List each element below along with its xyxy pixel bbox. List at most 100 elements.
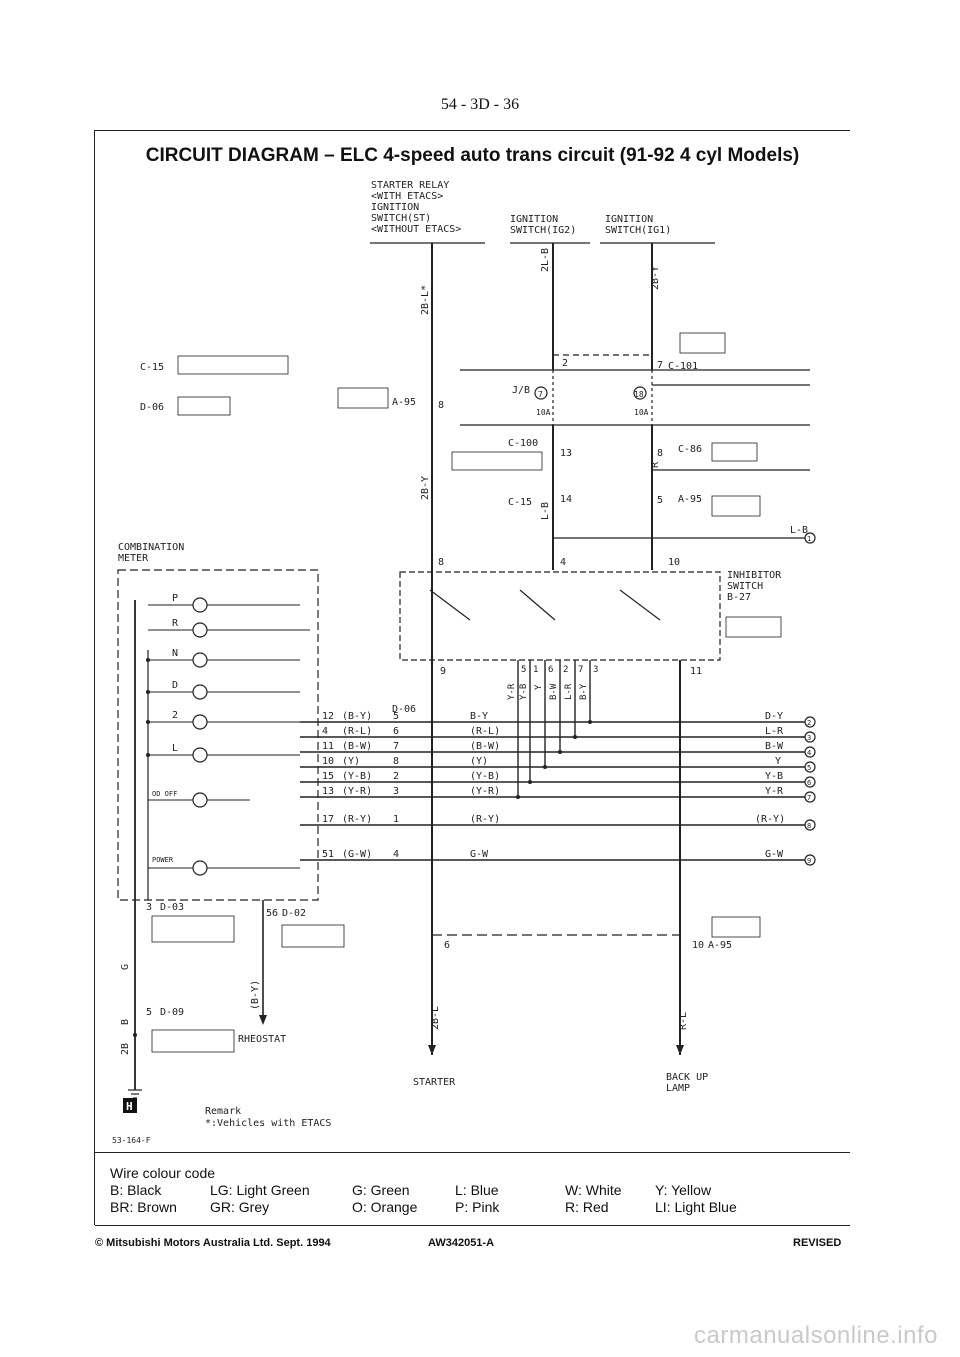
indicator-p: P xyxy=(172,593,178,604)
pin-6: 6 xyxy=(444,940,450,951)
lb-terminal-label: L-B xyxy=(790,525,808,536)
connector-d02: D-02 xyxy=(282,908,306,919)
connector-d06b: D-06 xyxy=(392,704,416,715)
ign-ig2-label-0: IGNITION xyxy=(510,214,558,225)
jb-fuse-7: 7 xyxy=(538,390,543,399)
bus-wire-c-0: D-Y xyxy=(765,711,783,722)
jb-amp: 10A xyxy=(536,408,551,417)
connector-c101: C-101 xyxy=(668,361,698,372)
remark-label-1: *:Vehicles with ETACS xyxy=(205,1118,331,1129)
connector-b27: B-27 xyxy=(727,592,751,603)
bus-term-4: 6 xyxy=(807,779,811,787)
bus-wire-a-0: (B-Y) xyxy=(342,711,372,722)
diagram-title: CIRCUIT DIAGRAM – ELC 4-speed auto trans… xyxy=(145,145,800,166)
combination-meter-label-0: COMBINATION xyxy=(118,542,184,553)
inh-wire-5: B-Y xyxy=(579,683,589,700)
h-icon-box xyxy=(123,1098,137,1113)
pin-2: 2 xyxy=(562,358,568,369)
connector-a95b: A-95 xyxy=(678,494,702,505)
connector-d03: D-03 xyxy=(160,902,184,913)
legend-r0-c5: Y: Yellow xyxy=(655,1182,712,1198)
footer-revised: REVISED xyxy=(793,1237,842,1249)
inhibitor-label-0: INHIBITOR xyxy=(727,570,782,581)
ign-ig1-label-1: SWITCH(IG1) xyxy=(605,225,671,236)
bus-wire-b-1: (R-L) xyxy=(470,726,500,737)
bus-wire-a-2: (B-W) xyxy=(342,741,372,752)
bus-pin-a-6: 17 xyxy=(322,814,334,825)
bus-pin-b-3: 8 xyxy=(393,756,399,767)
pin-8: 8 xyxy=(438,400,444,411)
jb-label: J/B xyxy=(512,385,530,396)
legend-r1-c0: BR: Brown xyxy=(110,1199,177,1215)
bus-pin-b-4: 2 xyxy=(393,771,399,782)
bus-pin-a-5: 13 xyxy=(322,786,334,797)
bus-wire-a-4: (Y-B) xyxy=(342,771,372,782)
inh-pin-2: 6 xyxy=(548,665,553,675)
bus-wire-c-4: Y-B xyxy=(765,771,783,782)
pin-14: 14 xyxy=(560,494,572,505)
pin-5: 5 xyxy=(657,495,663,506)
indicator-d: D xyxy=(172,680,178,691)
pin-3: 3 xyxy=(146,902,152,913)
wire-2b-y: 2B-Y xyxy=(650,266,661,290)
pin-11: 11 xyxy=(690,666,702,677)
wire-2b: 2B xyxy=(120,1043,131,1055)
connector-d09: D-09 xyxy=(160,1007,184,1018)
starter-relay-label-4: <WITHOUT ETACS> xyxy=(371,224,461,235)
pin-9: 9 xyxy=(440,666,446,677)
bus-wire-a-3: (Y) xyxy=(342,756,360,767)
starter-relay-label-3: SWITCH(ST) xyxy=(371,213,431,224)
bus-wire-a-5: (Y-R) xyxy=(342,786,372,797)
wire-r-l: R-L xyxy=(678,1012,689,1030)
pin-10: 10 xyxy=(668,557,680,568)
bus-wire-a-6: (R-Y) xyxy=(342,814,372,825)
wire-2b-l: 2B-L* xyxy=(420,285,431,315)
ign-ig2-label-1: SWITCH(IG2) xyxy=(510,225,576,236)
inh-wire-3: B-W xyxy=(549,683,559,700)
combination-meter-label-1: METER xyxy=(118,553,149,564)
indicator-r: R xyxy=(172,618,179,629)
legend-r1-c5: LI: Light Blue xyxy=(655,1199,737,1215)
bus-wire-c-5: Y-R xyxy=(765,786,784,797)
bus-wire-a-1: (R-L) xyxy=(342,726,372,737)
ign-ig1-label-0: IGNITION xyxy=(605,214,653,225)
wire-2l-b: 2L-B xyxy=(540,248,551,272)
inh-pin-1: 1 xyxy=(533,665,538,675)
bus-wire-a-7: (G-W) xyxy=(342,849,372,860)
circuit-diagram: STARTER RELAY <WITH ETACS> IGNITION SWIT… xyxy=(112,180,816,1145)
wire-l-b: L-B xyxy=(540,502,551,520)
wire-2b-l-b: 2B-L xyxy=(430,1006,441,1030)
bus-wire-b-3: (Y) xyxy=(470,756,488,767)
legend-r1-c4: R: Red xyxy=(565,1199,609,1215)
legend-r0-c0: B: Black xyxy=(110,1182,162,1198)
wire-by: (B-Y) xyxy=(250,980,261,1010)
connector-c15: C-15 xyxy=(140,362,164,373)
bus-pin-a-0: 12 xyxy=(322,711,334,722)
legend-r0-c3: L: Blue xyxy=(455,1182,499,1198)
bus-term-7: 9 xyxy=(807,857,811,865)
jb-amp-b: 10A xyxy=(634,408,649,417)
watermark-text: carmanualsonline.info xyxy=(694,1322,938,1349)
bus-pin-b-6: 1 xyxy=(393,814,399,825)
bus-wire-b-4: (Y-B) xyxy=(470,771,500,782)
bus-pin-a-2: 11 xyxy=(322,741,334,752)
indicator-od-off: OD OFF xyxy=(152,790,177,798)
indicator-power: POWER xyxy=(152,856,174,864)
footer-copyright: © Mitsubishi Motors Australia Ltd. Sept.… xyxy=(95,1237,331,1249)
remark-label-0: Remark xyxy=(205,1106,241,1117)
lb-terminal-number: 1 xyxy=(807,535,811,543)
bus-wire-b-0: B-Y xyxy=(470,711,488,722)
footer-doc-code: AW342051-A xyxy=(428,1237,495,1249)
bus-pin-b-0: 5 xyxy=(393,711,399,722)
wire-r: R xyxy=(650,461,661,468)
legend-r0-c2: G: Green xyxy=(352,1182,410,1198)
pin-8b: 8 xyxy=(657,448,663,459)
connector-c86: C-86 xyxy=(678,444,702,455)
legend-r1-c3: P: Pink xyxy=(455,1199,500,1215)
inhibitor-label-1: SWITCH xyxy=(727,581,763,592)
starter-relay-label-1: <WITH ETACS> xyxy=(371,191,443,202)
pin-4: 4 xyxy=(560,557,566,568)
inh-wire-2: Y xyxy=(534,684,544,690)
h-icon: H xyxy=(126,1100,133,1113)
bus-wire-c-2: B-W xyxy=(765,741,784,752)
